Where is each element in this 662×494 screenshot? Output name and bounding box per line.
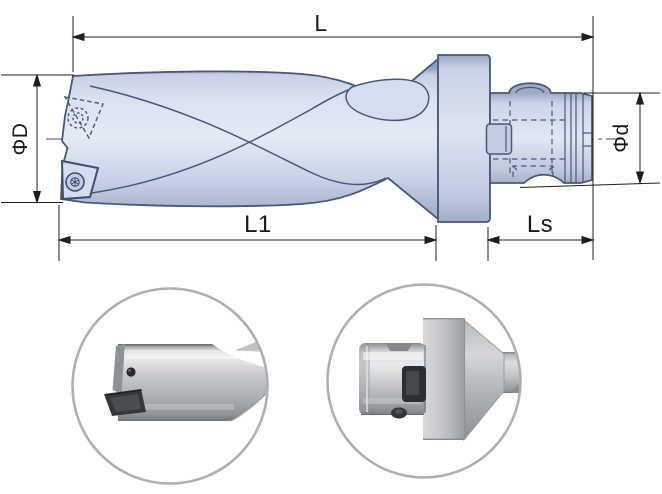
dimension-phid [519, 91, 661, 188]
carbide-insert-photo [104, 389, 146, 416]
drill-flange [437, 54, 491, 223]
flute-lines [89, 85, 387, 194]
dimension-Ls [486, 227, 595, 261]
drill-shank [485, 82, 593, 184]
drill-body [60, 57, 439, 221]
shank-coupling-photo [359, 318, 521, 442]
drive-slot-photo [402, 366, 426, 402]
drill-head-photo [104, 333, 268, 422]
dim-label-overall-length: L [314, 10, 327, 36]
drive-slot [485, 123, 513, 155]
shank-coupling-inset [326, 283, 522, 479]
dim-label-flute-length: L1 [244, 211, 272, 238]
drill-head-inset-border [71, 287, 269, 485]
dimension-phiD [1, 73, 74, 205]
dimension-L [71, 16, 595, 260]
insert-lower [60, 159, 100, 201]
drill-head-inset [71, 287, 269, 485]
dim-label-shank-diameter: Φd [610, 123, 633, 152]
insert-screw-photo [126, 367, 136, 377]
dimension-L1 [57, 205, 438, 261]
dim-label-cutting-diameter: ΦD [9, 123, 32, 156]
shank-coupling-inset-border [326, 283, 522, 479]
flute-runout [345, 78, 430, 122]
dim-label-shank-length: Ls [527, 211, 553, 238]
insert-upper-hidden [63, 96, 104, 140]
